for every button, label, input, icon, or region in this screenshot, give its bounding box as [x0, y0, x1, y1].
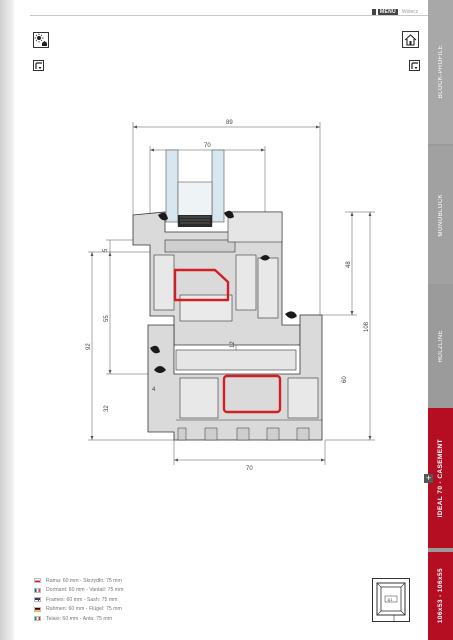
frame-reinforcement [222, 374, 282, 414]
dim-60: 60 [342, 376, 348, 383]
dim-48: 48 [346, 261, 352, 268]
tab-holzline[interactable]: HOLZLINE [428, 286, 453, 406]
france-flag-icon [34, 587, 41, 593]
italy-flag-icon [34, 616, 41, 622]
header-brand[interactable]: MENU Wstecz [372, 9, 418, 15]
sash-reinforcement [173, 268, 230, 302]
svg-text:1|1: 1|1 [387, 597, 393, 602]
dim-108: 108 [364, 321, 370, 332]
page-edge-shade [0, 0, 14, 640]
tab-106x53-106x55[interactable]: 106x53 - 106x55 [428, 552, 453, 640]
header-rule [30, 15, 428, 16]
expand-plus-icon[interactable]: + [424, 473, 433, 483]
tab-block-profile[interactable]: BLOCK-PROFILE [428, 0, 453, 144]
menu-button[interactable]: MENU [378, 9, 398, 15]
profile-cross-section-drawing: 89 70 70 5 55 92 32 48 108 60 12 4 [86, 120, 375, 472]
back-link[interactable]: Wstecz [401, 9, 419, 15]
legend-row-de: Rahmen: 60 mm - Flügel: 75 mm [34, 605, 123, 615]
germany-flag-icon [34, 606, 41, 612]
brand-mark [372, 9, 376, 15]
legend-row-pl: Rama: 60 mm - Skrzydło: 75 mm [34, 576, 123, 586]
window-corner-icon[interactable] [33, 60, 44, 71]
dim-4: 4 [152, 387, 156, 393]
house-icon[interactable] [402, 31, 419, 48]
dim-92: 92 [86, 343, 92, 350]
dimension-legend: Rama: 60 mm - Skrzydło: 75 mm Dormant: 6… [34, 576, 123, 624]
window-corner-icon[interactable] [409, 60, 420, 71]
dim-5: 5 [103, 248, 109, 252]
dim-32: 32 [104, 405, 110, 412]
dim-55: 55 [104, 315, 110, 322]
category-sidebar: BLOCK-PROFILE MONOBLOCK HOLZLINE IDEAL 7… [428, 0, 453, 640]
poland-flag-icon [34, 578, 41, 584]
legend-row-gb: Frames: 60 mm - Sash: 75 mm [34, 595, 123, 605]
sun-house-icon[interactable] [33, 32, 49, 48]
dim-12: 12 [230, 341, 236, 348]
legend-row-it: Telaio: 60 mm - Anta: 75 mm [34, 614, 123, 624]
window-thumbnail[interactable]: 1|1 [372, 578, 410, 622]
legend-row-fr: Dormant: 60 mm - Vantail: 75 mm [34, 586, 123, 596]
uk-flag-icon [34, 597, 41, 603]
tab-monoblock[interactable]: MONOBLOCK [428, 146, 453, 284]
dim-width-bottom: 70 [246, 466, 253, 472]
dim-width-total: 89 [226, 120, 233, 126]
dim-width-upper: 70 [204, 143, 211, 149]
